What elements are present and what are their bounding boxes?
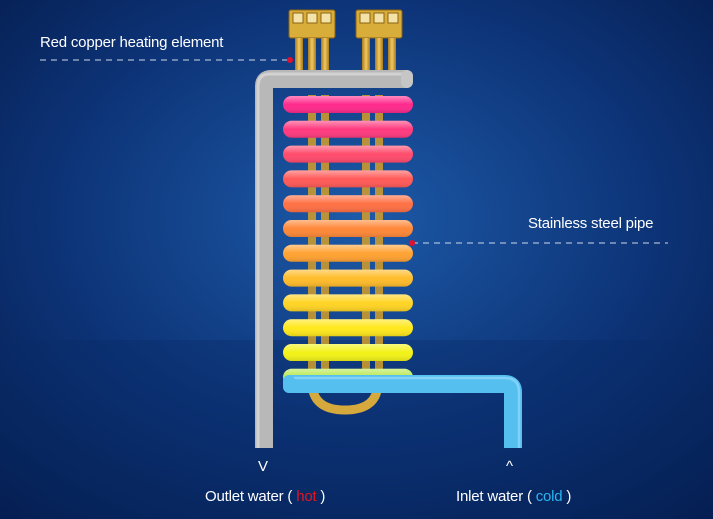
heating-element-bend xyxy=(307,381,383,415)
outlet-prefix: Outlet water ( xyxy=(205,488,297,505)
coil-turn-shine xyxy=(283,220,413,237)
outlet-water-label: Outlet water ( hot ) xyxy=(205,488,325,505)
steel-pipe-marker xyxy=(409,240,415,246)
inlet-suffix: ) xyxy=(562,488,572,505)
coil-turn-shine xyxy=(283,96,413,113)
coil-turn-shine xyxy=(283,294,413,312)
coil-turn-shine xyxy=(283,195,413,213)
hot-water-pipe xyxy=(255,70,408,448)
coil-turn-shine xyxy=(283,145,413,163)
cold-water-pipe xyxy=(289,375,522,448)
inlet-prefix: Inlet water ( xyxy=(456,488,536,505)
heating-element-terminals xyxy=(288,9,403,84)
hot-pipe-end xyxy=(401,70,413,88)
outlet-flow-arrow: V xyxy=(258,458,269,475)
hot-water-pipe-highlight xyxy=(256,72,408,448)
stainless-steel-coils xyxy=(283,96,413,386)
inlet-flow-arrow: ^ xyxy=(506,458,514,475)
steel-pipe-label: Stainless steel pipe xyxy=(528,215,654,232)
coil-turn-shine xyxy=(283,170,413,188)
cold-water-pipe-highlight xyxy=(289,376,521,448)
floor-shade xyxy=(0,340,713,519)
coil-turn-shine xyxy=(283,269,413,287)
inlet-water-label: Inlet water ( cold ) xyxy=(456,488,571,505)
outlet-state-hot: hot xyxy=(296,488,317,505)
coil-turn-shine xyxy=(283,120,413,138)
inlet-state-cold: cold xyxy=(535,488,563,505)
coil-turn-shine xyxy=(283,319,413,337)
heating-element-rods xyxy=(308,95,383,385)
coil-turn-shine xyxy=(283,244,413,262)
outlet-suffix: ) xyxy=(316,488,326,505)
heating-element-marker xyxy=(287,57,293,63)
coil-turn-shine xyxy=(283,344,413,361)
heating-element-label: Red copper heating element xyxy=(40,34,224,51)
cold-pipe-end xyxy=(283,375,295,393)
